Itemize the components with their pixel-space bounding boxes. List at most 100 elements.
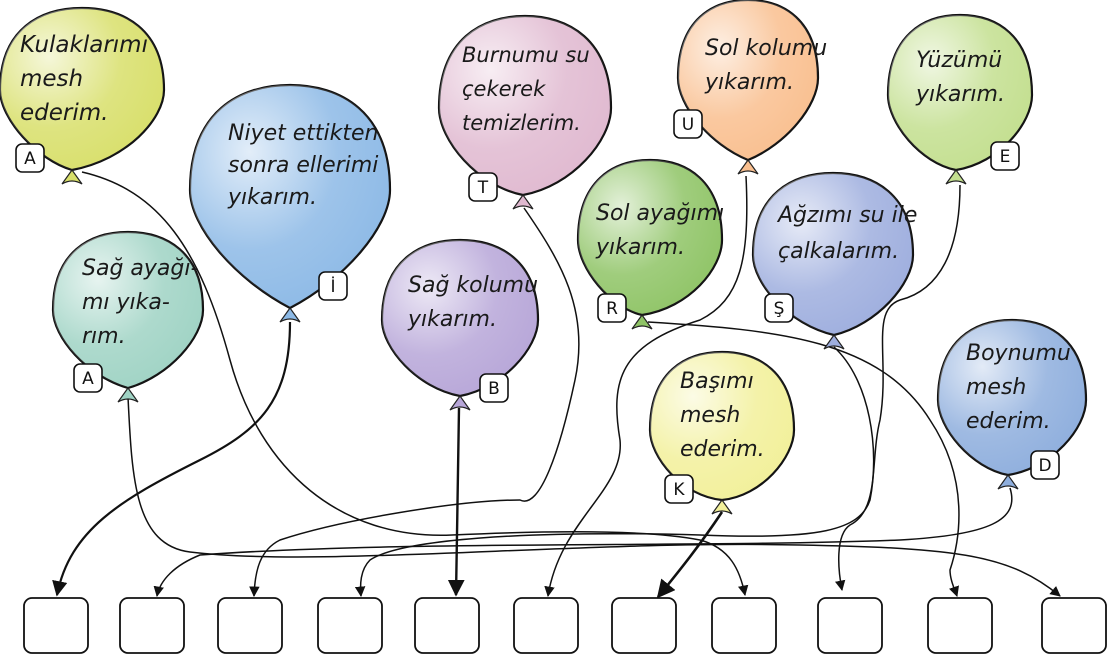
answer-box[interactable] — [711, 597, 777, 654]
letter-label-box — [764, 293, 794, 323]
balloon-text-line: ederim. — [20, 100, 108, 126]
balloon-text-line: Niyet ettikten — [228, 121, 379, 146]
string-line — [81, 171, 749, 597]
balloon-text-line: sonra ellerimi — [228, 153, 378, 178]
balloon-text-line: Boynumu — [966, 341, 1071, 366]
balloon-text: Niyet ettikten sonra ellerimi yıkarım. — [227, 121, 379, 210]
answer-box[interactable] — [119, 597, 185, 654]
balloon-text: Sağ ayağı-mı yıka-rım. — [82, 256, 198, 349]
balloon-text-line: Burnumu su — [462, 43, 590, 67]
balloon-text-line: rım. — [82, 324, 126, 349]
balloon-shine — [678, 0, 818, 160]
letter-label-box — [468, 172, 498, 202]
balloon-text-line: Kulaklarımı — [20, 32, 148, 58]
letter-label-text: İ — [330, 276, 335, 297]
letter-label-box — [597, 293, 627, 323]
string-line — [127, 396, 1061, 597]
balloon-text-line: yıkarım. — [704, 70, 794, 95]
letter-label: U — [673, 109, 703, 139]
letter-label: D — [1030, 450, 1060, 480]
string-line — [153, 487, 1013, 598]
string-line — [354, 346, 875, 598]
answer-box-rect[interactable] — [513, 597, 579, 654]
letter-label-text: K — [673, 480, 685, 500]
letter-label-text: R — [606, 299, 618, 319]
balloon-knot — [711, 498, 733, 515]
answer-box-rect[interactable] — [217, 597, 283, 654]
answer-box-rect[interactable] — [611, 597, 677, 654]
letter-label: A — [73, 363, 103, 393]
answer-box-row — [23, 597, 1107, 654]
answer-box[interactable] — [317, 597, 383, 654]
answer-box-rect[interactable] — [1041, 597, 1107, 654]
balloon-knot — [449, 394, 471, 411]
letter-label-text: A — [82, 369, 94, 389]
balloon-group: Kulaklarımı mesh ederim. A Niyet ettikten son… — [0, 0, 1088, 515]
letter-label: Ş — [764, 293, 794, 323]
balloon-shine — [938, 320, 1086, 475]
answer-box[interactable] — [1041, 597, 1107, 654]
balloon-niyet: Niyet ettikten sonra ellerimi yıkarım. İ — [188, 83, 392, 323]
answer-box-rect[interactable] — [23, 597, 89, 654]
answer-box[interactable] — [927, 597, 993, 654]
answer-box[interactable] — [611, 597, 677, 654]
string-line — [656, 511, 724, 599]
letter-label: A — [15, 143, 45, 173]
answer-box-rect[interactable] — [711, 597, 777, 654]
balloon-shine — [578, 160, 722, 315]
answer-box[interactable] — [414, 597, 480, 654]
balloon-text-line: mesh — [966, 375, 1026, 400]
balloon-shine — [0, 8, 164, 170]
string-line — [52, 321, 292, 597]
balloon-shine — [439, 16, 611, 195]
balloon-text-line: temizlerim. — [462, 111, 581, 135]
letter-label: İ — [318, 271, 348, 301]
letter-label: T — [468, 172, 498, 202]
letter-label-text: A — [24, 149, 36, 169]
string-line — [647, 321, 960, 597]
balloon-text-line: yıkarım. — [227, 185, 317, 210]
balloon-text-line: yıkarım. — [915, 82, 1005, 107]
balloon-knot — [631, 313, 653, 330]
letter-label-box — [73, 363, 103, 393]
answer-box[interactable] — [513, 597, 579, 654]
balloon-boyun: Boynumu mesh ederim. D — [936, 318, 1088, 490]
answer-box-rect[interactable] — [414, 597, 480, 654]
balloon-knot — [279, 306, 301, 323]
balloon-shine — [888, 15, 1032, 170]
balloon-knot — [737, 158, 759, 175]
letter-label-text: B — [488, 379, 500, 399]
answer-box[interactable] — [817, 597, 883, 654]
answer-box-rect[interactable] — [817, 597, 883, 654]
answer-box[interactable] — [217, 597, 283, 654]
balloon-text-line: Sağ ayağı- — [82, 256, 198, 281]
letter-label-box — [15, 143, 45, 173]
letter-label-box — [664, 474, 694, 504]
letter-label-text: D — [1038, 456, 1051, 476]
answer-box-rect[interactable] — [317, 597, 383, 654]
string-line — [835, 184, 961, 592]
answer-box-rect[interactable] — [119, 597, 185, 654]
letter-label-box — [1030, 450, 1060, 480]
answer-box-rect[interactable] — [927, 597, 993, 654]
balloon-text-line: Sol ayağımı — [596, 201, 724, 226]
answer-box[interactable] — [23, 597, 89, 654]
balloon-shine — [753, 173, 913, 335]
letter-label-box — [673, 109, 703, 139]
letter-label-text: E — [1000, 147, 1011, 167]
balloon-text-line: mesh — [20, 66, 83, 92]
letter-label-box — [990, 141, 1020, 171]
balloon-kulaklar: Kulaklarımı mesh ederim. A — [0, 6, 166, 185]
balloon-text-line: ederim. — [966, 409, 1051, 434]
balloon-shine — [190, 85, 390, 308]
